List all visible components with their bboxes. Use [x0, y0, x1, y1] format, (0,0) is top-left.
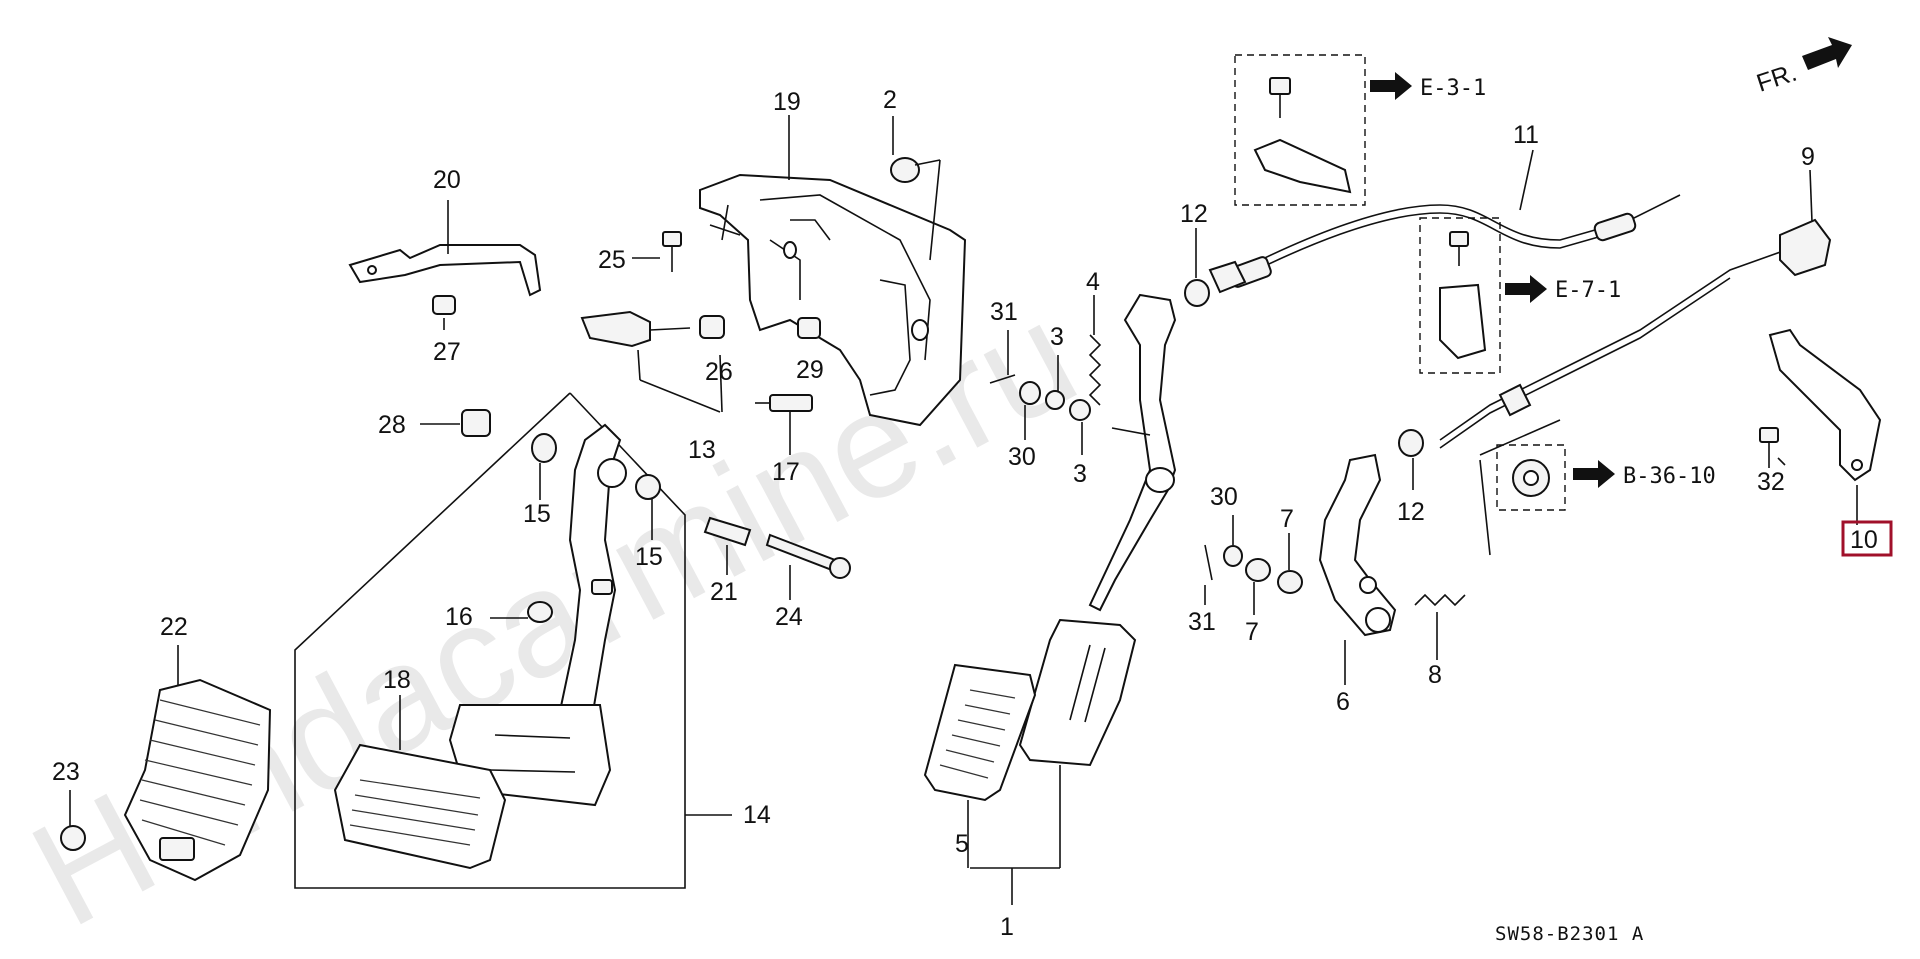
leader-line: [1479, 419, 1561, 456]
part-32-bolt[interactable]: [1759, 427, 1786, 468]
callout-3a[interactable]: 3: [1050, 323, 1064, 351]
diagram-code: SW58-B2301 A: [1495, 923, 1644, 945]
callout-21[interactable]: 21: [710, 578, 738, 606]
callout-7a[interactable]: 7: [1245, 618, 1259, 646]
ref-box-b3610: [1496, 444, 1615, 511]
part-27-nut[interactable]: [432, 295, 456, 330]
callout-10[interactable]: 10: [1850, 526, 1878, 554]
callout-2[interactable]: 2: [883, 86, 897, 114]
callout-22[interactable]: 22: [160, 613, 188, 641]
part-28-bushing[interactable]: [420, 409, 491, 437]
part-20-bracket[interactable]: [348, 200, 542, 297]
part-13-stop-switch[interactable]: [580, 310, 725, 413]
callout-8[interactable]: 8: [1428, 661, 1442, 689]
callout-3b[interactable]: 3: [1073, 460, 1087, 488]
callout-20[interactable]: 20: [433, 166, 461, 194]
part-19-pedal-bracket[interactable]: [699, 115, 967, 427]
ref-e31-label[interactable]: E-3-1: [1420, 76, 1486, 101]
part-3-washers[interactable]: [1019, 355, 1091, 455]
ref-box-e71: [1419, 217, 1547, 374]
part-12-nut-upper[interactable]: [1184, 228, 1210, 307]
part-15-bushing-right[interactable]: [635, 474, 661, 540]
part-16-stopper[interactable]: [490, 601, 553, 623]
callout-7b[interactable]: 7: [1280, 505, 1294, 533]
callout-6[interactable]: 6: [1336, 688, 1350, 716]
part-10-bracket[interactable]: [1768, 328, 1882, 525]
callout-12b[interactable]: 12: [1397, 498, 1425, 526]
part-22-cover[interactable]: [123, 645, 272, 882]
callout-17[interactable]: 17: [772, 458, 800, 486]
part-1-accelerator-pedal[interactable]: [970, 293, 1177, 905]
part-17-switch[interactable]: [755, 394, 813, 455]
callout-29[interactable]: 29: [796, 356, 824, 384]
part-15-bushing-left[interactable]: [531, 433, 557, 500]
callout-28[interactable]: 28: [378, 411, 406, 439]
leader-line: [1479, 459, 1491, 556]
part-24-bolt[interactable]: [765, 533, 851, 600]
ref-e71-label[interactable]: E-7-1: [1555, 278, 1621, 303]
part-7-bushing[interactable]: [1245, 533, 1303, 615]
callout-9[interactable]: 9: [1801, 143, 1815, 171]
callout-15a[interactable]: 15: [523, 500, 551, 528]
callout-32[interactable]: 32: [1757, 468, 1785, 496]
part-8-spring[interactable]: [1414, 593, 1466, 660]
part-25-bolt[interactable]: [632, 231, 682, 272]
part-4-spring[interactable]: [1088, 295, 1102, 406]
callout-1[interactable]: 1: [1000, 913, 1014, 941]
callout-19[interactable]: 19: [773, 88, 801, 116]
callout-16[interactable]: 16: [445, 603, 473, 631]
callout-31a[interactable]: 31: [990, 298, 1018, 326]
callout-14[interactable]: 14: [743, 801, 771, 829]
callout-31b[interactable]: 31: [1188, 608, 1216, 636]
callout-27[interactable]: 27: [433, 338, 461, 366]
callout-4[interactable]: 4: [1086, 268, 1100, 296]
part-14-brake-pedal-assy[interactable]: [294, 392, 732, 889]
callout-30b[interactable]: 30: [1210, 483, 1238, 511]
part-12-nut-lower[interactable]: [1398, 429, 1424, 490]
part-30-washer[interactable]: [1024, 405, 1243, 567]
callout-13[interactable]: 13: [688, 436, 716, 464]
part-5-pedal-pad[interactable]: [923, 663, 1037, 868]
part-29-nut[interactable]: [797, 317, 821, 339]
ref-box-e31: [1234, 54, 1412, 206]
callout-25[interactable]: 25: [598, 246, 626, 274]
ref-b3610-label[interactable]: B-36-10: [1623, 464, 1716, 489]
part-2-clip[interactable]: [890, 116, 941, 261]
callout-23[interactable]: 23: [52, 758, 80, 786]
highlight-box: [1841, 520, 1893, 557]
part-6-lever[interactable]: [1318, 453, 1397, 685]
part-18-pedal-pad[interactable]: [333, 695, 507, 870]
callout-24[interactable]: 24: [775, 603, 803, 631]
callout-15b[interactable]: 15: [635, 543, 663, 571]
callout-12a[interactable]: 12: [1180, 200, 1208, 228]
part-9-shift-cable[interactable]: [1439, 169, 1832, 449]
callout-11[interactable]: 11: [1513, 121, 1539, 149]
callout-26[interactable]: 26: [705, 358, 733, 386]
part-21-pin[interactable]: [703, 516, 752, 575]
callout-18[interactable]: 18: [383, 666, 411, 694]
part-11-throttle-cable[interactable]: [1208, 149, 1681, 294]
part-23-clip[interactable]: [60, 790, 86, 851]
part-31-pin[interactable]: [989, 330, 1213, 605]
fr-direction-arrow: FR.: [1753, 37, 1852, 98]
callout-30a[interactable]: 30: [1008, 443, 1036, 471]
fr-label: FR.: [1753, 59, 1800, 98]
callout-5[interactable]: 5: [955, 830, 969, 858]
